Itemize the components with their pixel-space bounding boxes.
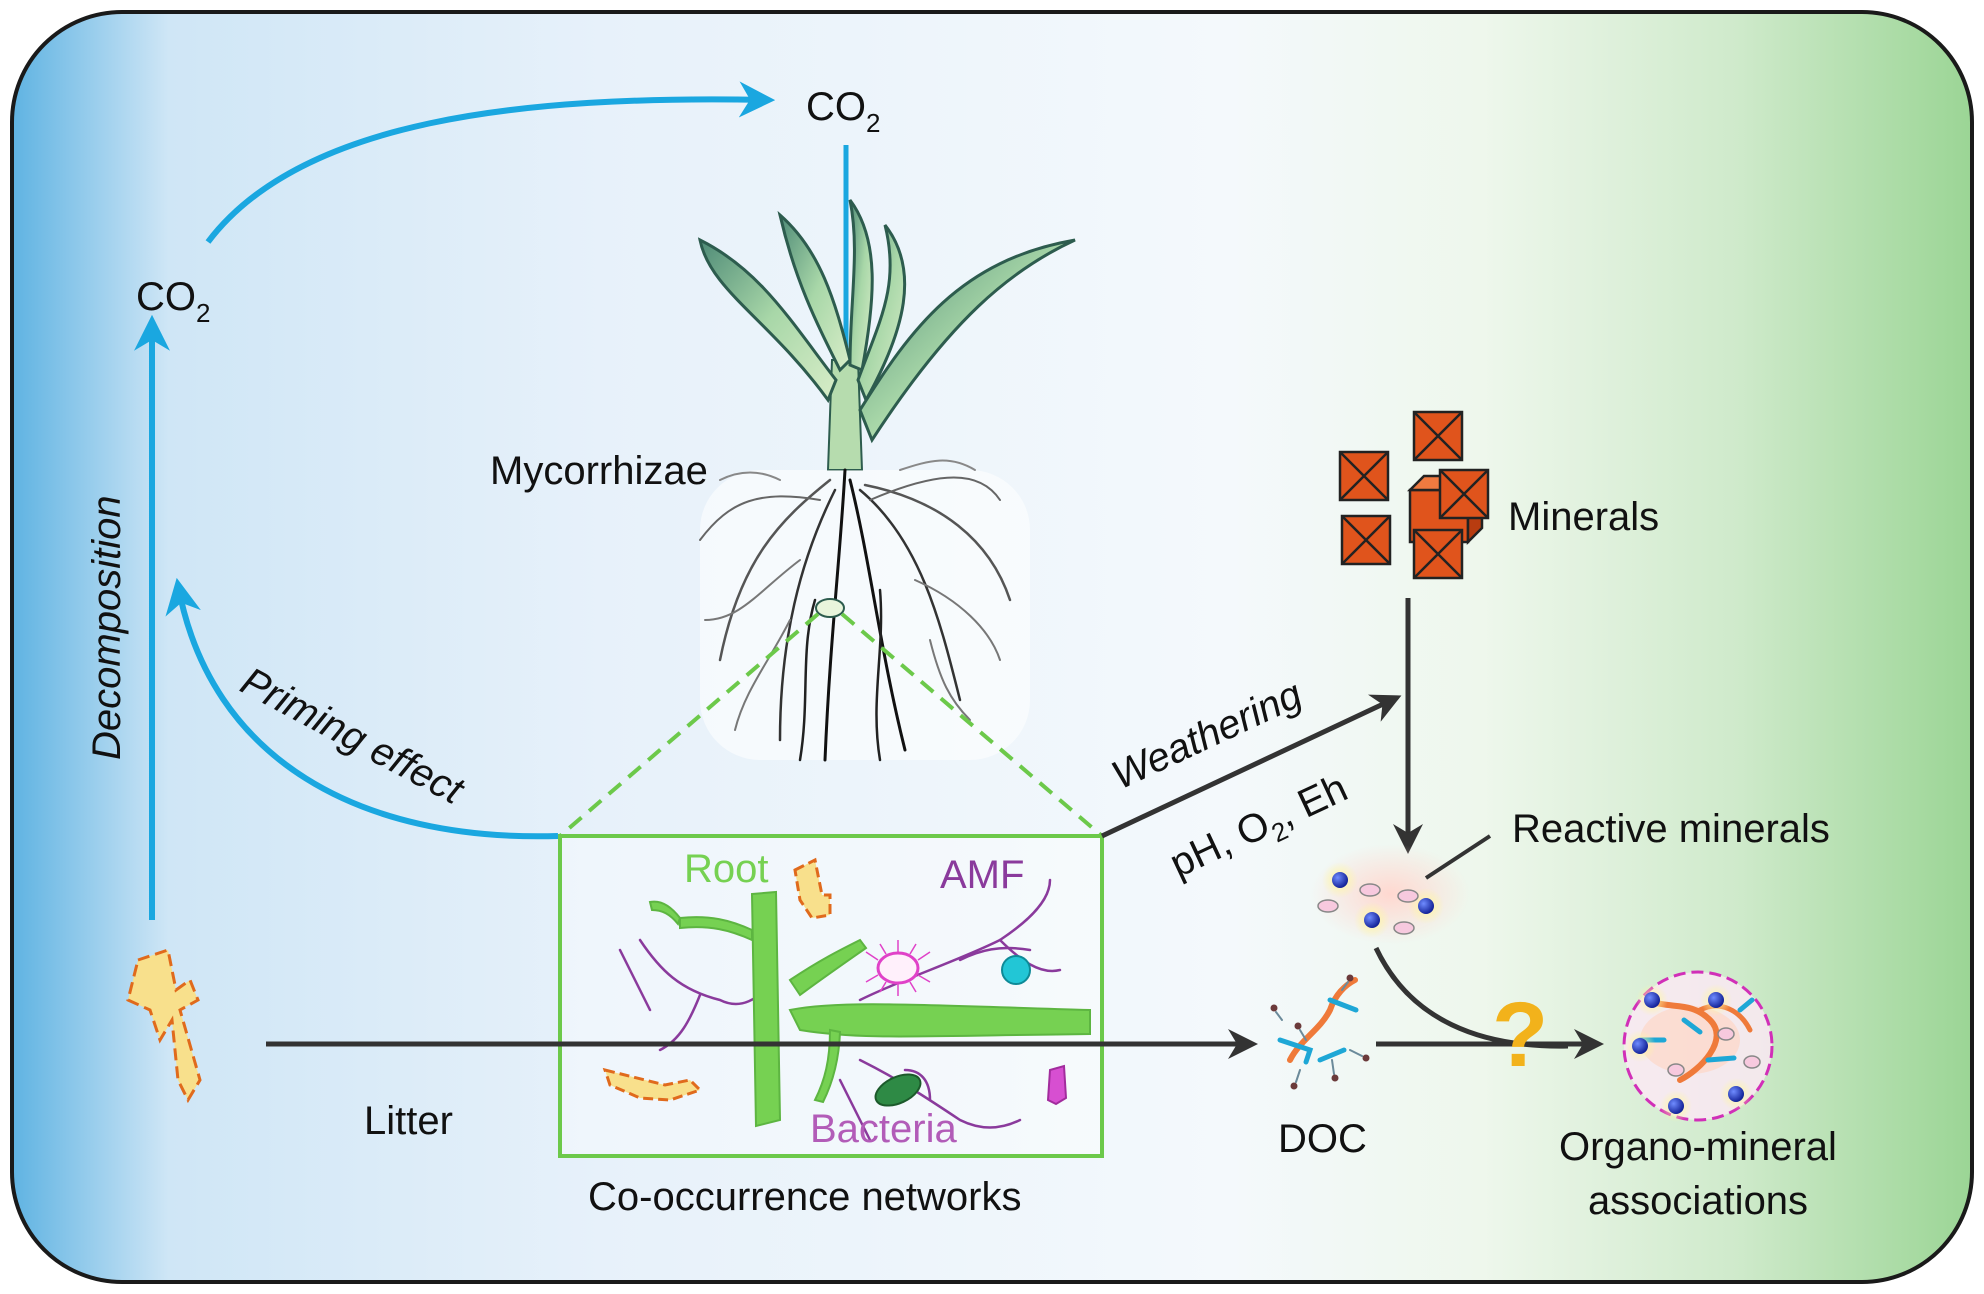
minerals-label: Minerals: [1508, 495, 1659, 539]
minerals-icon: [1338, 410, 1490, 580]
doc-icon: [1270, 974, 1370, 1090]
arrow-priming-effect: [165, 577, 559, 840]
co2-cycle-arrows: [134, 81, 861, 920]
zoom-lines: [558, 612, 1104, 838]
weathering-arrow: [1100, 694, 1402, 839]
reactive-minerals-icon: [1310, 844, 1470, 944]
co2-label-top: CO2: [806, 85, 880, 138]
organo-mineral-label-1: Organo-mineral: [1559, 1125, 1837, 1169]
mycorrhizae-label: Mycorrhizae: [490, 449, 708, 493]
root-label: Root: [684, 847, 769, 891]
organo-mineral-icon: [1622, 970, 1774, 1122]
question-mark: ?: [1492, 984, 1548, 1086]
decomposition-label: Decomposition: [85, 495, 129, 760]
arrow-co2-to-atmosphere: [205, 81, 776, 244]
reactive-minerals-pointer: [1424, 834, 1492, 880]
doc-label: DOC: [1278, 1117, 1367, 1161]
bacteria-label: Bacteria: [810, 1107, 957, 1151]
organo-mineral-label-2: associations: [1588, 1179, 1808, 1223]
amf-label: AMF: [940, 853, 1024, 897]
co-occurrence-label: Co-occurrence networks: [588, 1175, 1022, 1219]
litter-label: Litter: [364, 1099, 453, 1143]
co2-label-left: CO2: [136, 275, 210, 328]
network-box: [558, 834, 1104, 1158]
litter-icon: [126, 948, 202, 1104]
reactive-minerals-label: Reactive minerals: [1512, 807, 1830, 851]
reactive-to-oma-arrow: [1373, 946, 1569, 1049]
plant-illustration: [697, 199, 1076, 762]
